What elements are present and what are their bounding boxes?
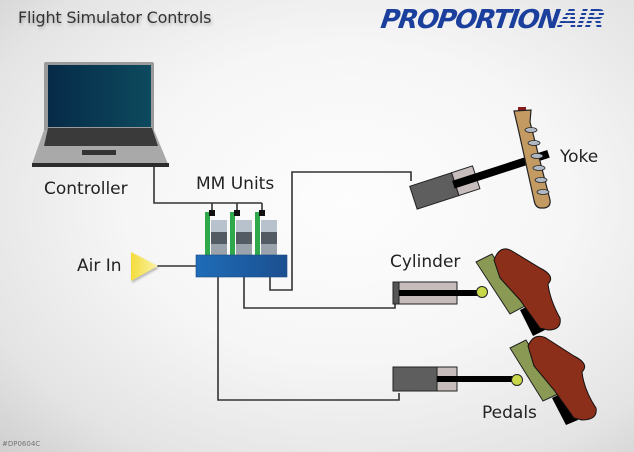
pedals-actuator bbox=[392, 366, 523, 392]
label-controller: Controller bbox=[44, 179, 128, 199]
label-pedals: Pedals bbox=[482, 403, 537, 423]
brand-main: PROPORTION bbox=[378, 5, 561, 35]
manifold-block bbox=[195, 254, 288, 278]
wire-yoke bbox=[269, 171, 412, 291]
label-yoke: Yoke bbox=[560, 147, 599, 167]
label-mm-units: MM Units bbox=[196, 174, 275, 194]
wire-pedals bbox=[217, 276, 400, 401]
pedal-bottom bbox=[509, 335, 597, 425]
foot-icon bbox=[493, 248, 561, 331]
mm-unit-2 bbox=[230, 210, 252, 257]
air-in-arrow-icon bbox=[131, 252, 158, 281]
wires bbox=[153, 162, 412, 401]
mm-units bbox=[195, 210, 288, 278]
yoke-icon bbox=[513, 107, 551, 209]
cylinder-actuator bbox=[392, 281, 488, 305]
mm-unit-1 bbox=[205, 210, 227, 257]
laptop-icon bbox=[32, 62, 169, 167]
brand-logo: PROPORTIONAIR bbox=[379, 5, 606, 35]
label-cylinder: Cylinder bbox=[390, 252, 461, 272]
pedal-top bbox=[475, 248, 561, 336]
mm-unit-3 bbox=[255, 210, 277, 257]
brand-suffix: AIR bbox=[556, 5, 606, 35]
wire-controller-mm bbox=[153, 162, 262, 204]
laptop-screen bbox=[48, 65, 151, 127]
figure-code: #DP0604C bbox=[2, 440, 41, 448]
foot-icon bbox=[527, 335, 597, 421]
label-air-in: Air In bbox=[77, 256, 122, 276]
wire-cylinder bbox=[243, 276, 396, 309]
page-title: Flight Simulator Controls bbox=[18, 8, 212, 27]
